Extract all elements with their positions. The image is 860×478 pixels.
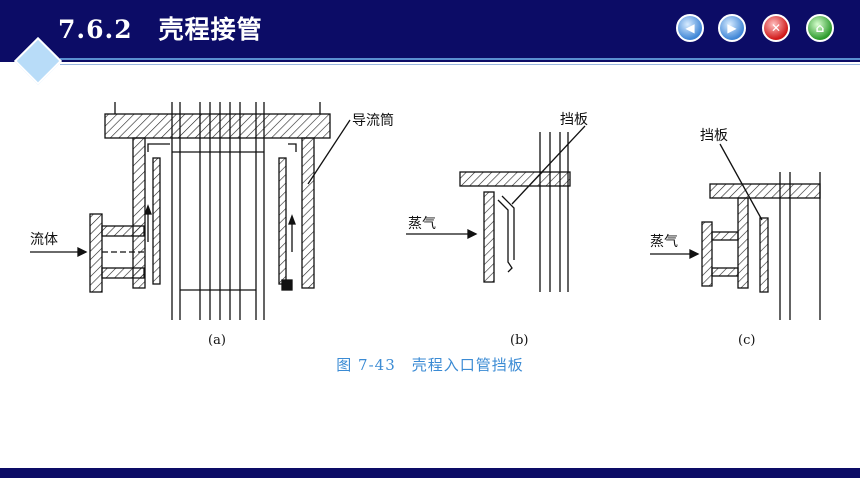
figure-diagram: 流体 导流筒 (a) 蒸气 挡板 (b) 蒸气 挡板 (c) [30,102,821,348]
label-steam-b: 蒸气 [408,216,436,232]
section-number: 7.6.2 [58,15,133,44]
close-button[interactable]: ✕ [762,14,790,42]
sublabel-a: (a) [208,333,226,348]
forward-arrow-icon: ▶ [727,21,737,35]
back-arrow-icon: ◀ [685,21,695,35]
label-guide-tube: 导流筒 [352,112,394,129]
panel-b [406,125,586,292]
label-baffle-c: 挡板 [700,128,728,144]
sublabel-c: (c) [738,333,755,348]
section-title: 壳程接管 [158,15,263,44]
sublabel-b: (b) [510,333,528,348]
label-baffle-b: 挡板 [560,112,588,128]
label-steam-c: 蒸气 [650,234,678,250]
home-icon: ⌂ [815,21,825,35]
home-button[interactable]: ⌂ [806,14,834,42]
page-title: 7.6.2 壳程接管 [58,10,263,46]
forward-button[interactable]: ▶ [718,14,746,42]
panel-a [30,102,351,320]
back-button[interactable]: ◀ [676,14,704,42]
panel-c [650,143,821,320]
label-fluid: 流体 [30,232,58,248]
header-divider [60,58,860,60]
close-x-icon: ✕ [770,21,782,35]
header-divider-thin [60,64,860,65]
footer-bar [0,468,860,478]
figure-caption: 图 7-43 壳程入口管挡板 [336,356,524,374]
header-bar [0,0,860,62]
